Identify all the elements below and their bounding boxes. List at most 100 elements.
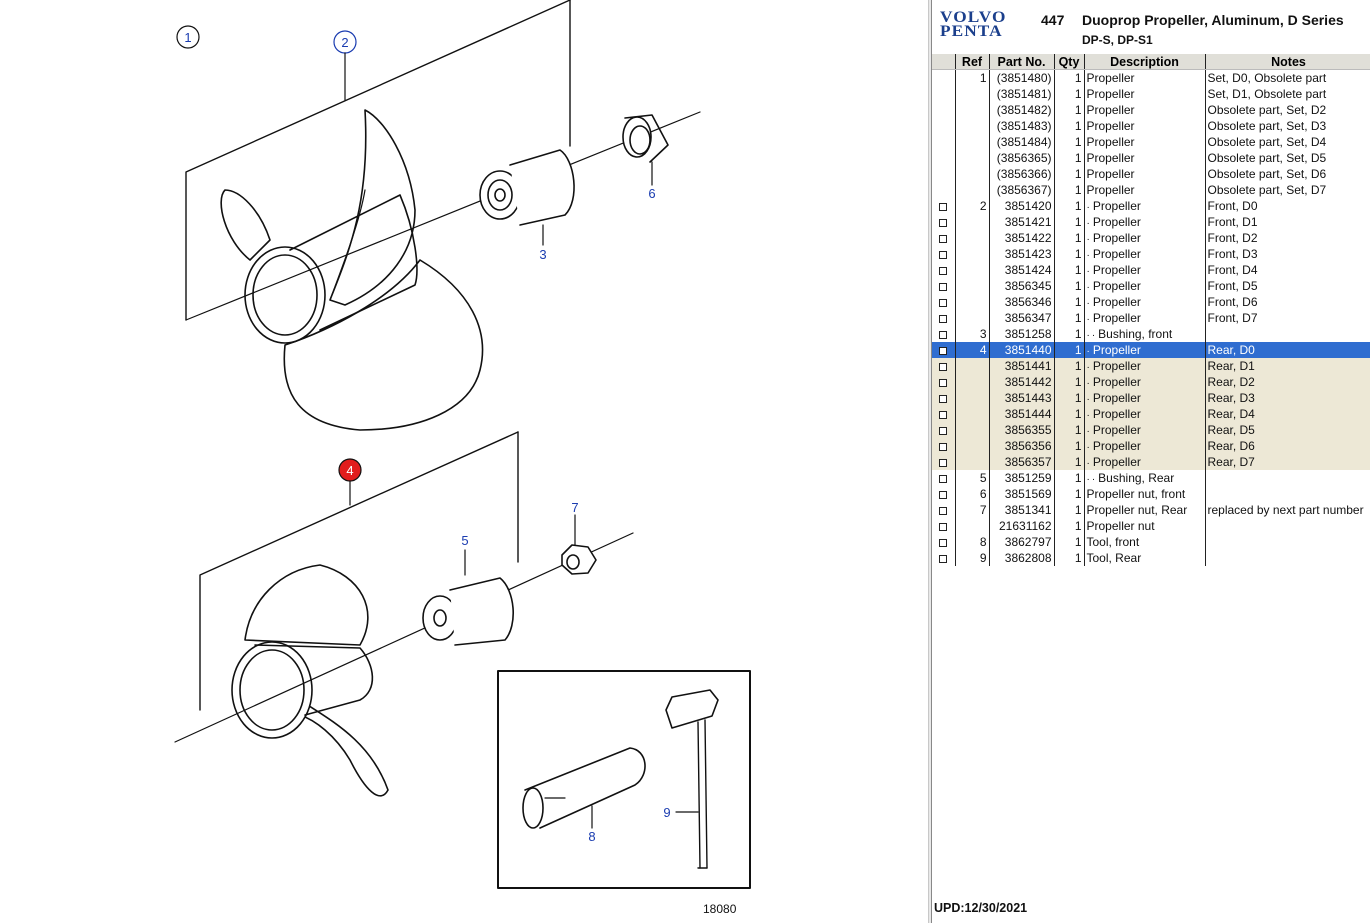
callout-9[interactable]: 9	[663, 805, 670, 820]
col-part-no[interactable]: Part No.	[989, 54, 1055, 70]
cell-description: Tool, front	[1084, 534, 1206, 550]
row-checkbox-cell	[932, 310, 956, 326]
cell-description: Propeller	[1084, 166, 1206, 182]
row-checkbox-cell	[932, 518, 956, 534]
cell-description: ·Propeller	[1084, 310, 1206, 326]
row-checkbox[interactable]	[939, 314, 948, 323]
cell-notes: Obsolete part, Set, D6	[1205, 166, 1370, 182]
panel-splitter[interactable]	[928, 0, 932, 923]
row-checkbox[interactable]	[939, 458, 948, 467]
cell-notes: Rear, D3	[1205, 390, 1370, 406]
cell-notes: Rear, D5	[1205, 422, 1370, 438]
cell-description: Propeller	[1084, 86, 1206, 102]
callout-7[interactable]: 7	[571, 500, 578, 515]
row-checkbox[interactable]	[939, 426, 948, 435]
cell-ref	[955, 454, 990, 470]
col-ref[interactable]: Ref	[955, 54, 990, 70]
cell-notes: Obsolete part, Set, D5	[1205, 150, 1370, 166]
col-description[interactable]: Description	[1084, 54, 1206, 70]
cell-part-no: (3851483)	[989, 118, 1055, 134]
cell-notes: Front, D2	[1205, 230, 1370, 246]
row-checkbox[interactable]	[939, 234, 948, 243]
cell-qty: 1	[1054, 406, 1085, 422]
row-checkbox[interactable]	[939, 522, 948, 531]
row-checkbox[interactable]	[939, 410, 948, 419]
row-checkbox[interactable]	[939, 538, 948, 547]
row-checkbox-cell	[932, 262, 956, 278]
row-checkbox[interactable]	[939, 346, 948, 355]
callout-2[interactable]: 2	[333, 30, 357, 54]
cell-qty: 1	[1054, 230, 1085, 246]
row-checkbox-cell	[932, 358, 956, 374]
section-number: 447	[1041, 12, 1065, 28]
cell-notes: Rear, D2	[1205, 374, 1370, 390]
row-checkbox[interactable]	[939, 554, 948, 563]
callout-6[interactable]: 6	[648, 186, 655, 201]
row-checkbox[interactable]	[939, 394, 948, 403]
row-checkbox[interactable]	[939, 442, 948, 451]
row-checkbox[interactable]	[939, 282, 948, 291]
row-checkbox[interactable]	[939, 506, 948, 515]
row-checkbox[interactable]	[939, 330, 948, 339]
row-checkbox[interactable]	[939, 298, 948, 307]
row-checkbox-cell	[932, 438, 956, 454]
description-text: Propeller	[1092, 247, 1141, 261]
cell-part-no: (3856367)	[989, 182, 1055, 198]
cell-description: ·Propeller	[1084, 262, 1206, 278]
cell-notes: Rear, D6	[1205, 438, 1370, 454]
callout-8[interactable]: 8	[588, 829, 595, 844]
row-checkbox-cell	[932, 198, 956, 214]
row-checkbox[interactable]	[939, 218, 948, 227]
callout-3[interactable]: 3	[539, 247, 546, 262]
row-checkbox[interactable]	[939, 378, 948, 387]
callout-4-highlighted[interactable]: 4	[338, 458, 362, 482]
cell-ref: 1	[955, 69, 990, 86]
row-checkbox[interactable]	[939, 202, 948, 211]
cell-notes: Set, D0, Obsolete part	[1205, 69, 1370, 86]
col-notes[interactable]: Notes	[1205, 54, 1370, 70]
callout-1[interactable]: 1	[176, 25, 200, 49]
callout-5[interactable]: 5	[461, 533, 468, 548]
row-checkbox[interactable]	[939, 362, 948, 371]
row-checkbox[interactable]	[939, 490, 948, 499]
row-checkbox[interactable]	[939, 250, 948, 259]
row-checkbox[interactable]	[939, 474, 948, 483]
svg-text:2: 2	[341, 35, 348, 50]
diagram-drawing: 1 2 3 6 4	[174, 0, 751, 889]
cell-qty: 1	[1054, 69, 1085, 86]
col-qty[interactable]: Qty	[1054, 54, 1085, 70]
row-checkbox[interactable]	[939, 266, 948, 275]
cell-description: Propeller nut, front	[1084, 486, 1206, 502]
